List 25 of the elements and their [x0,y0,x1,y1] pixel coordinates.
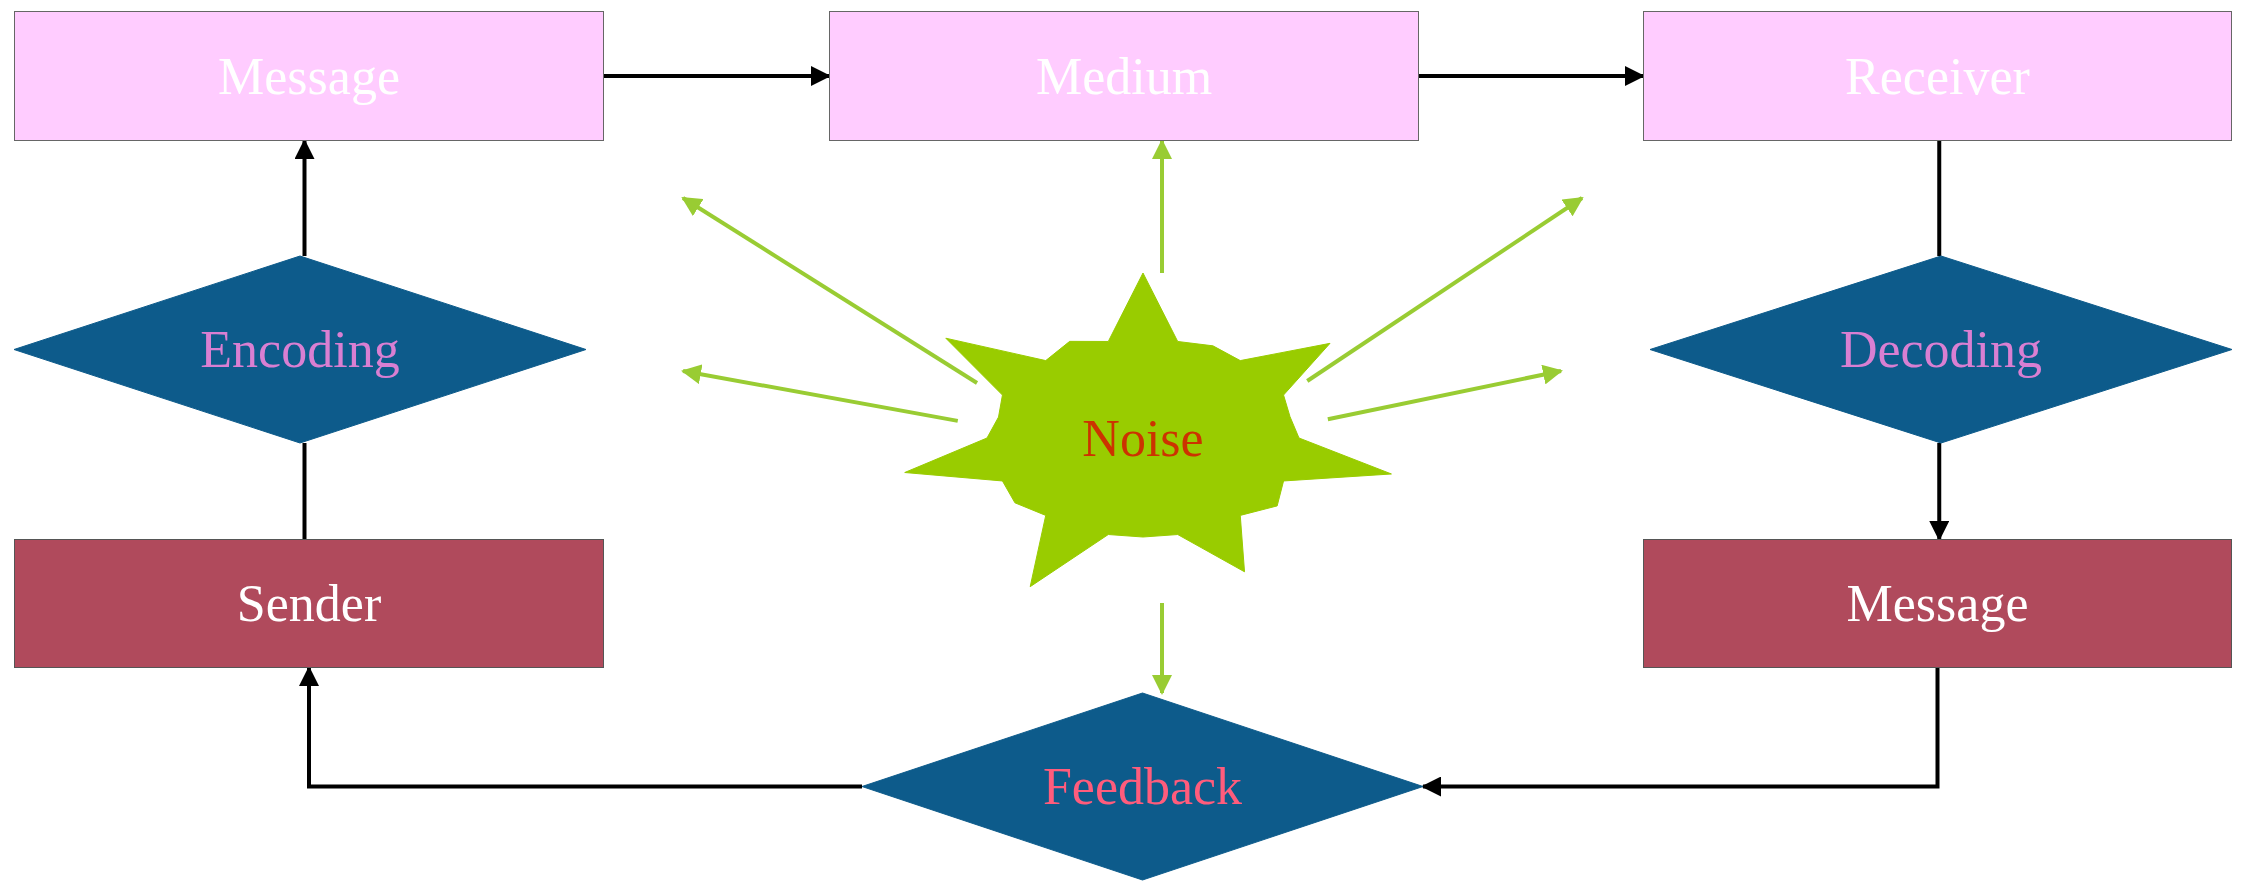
process-box [1643,539,2232,668]
process-box [829,11,1419,141]
arrow [299,666,862,789]
arrow [1306,196,1584,383]
connector-line [1937,141,1942,256]
arrow [1419,66,1645,86]
process-box [1643,11,2232,141]
arrow [1152,139,1172,273]
node-label: Decoding [1839,320,2043,379]
process-box [14,11,604,141]
arrow [681,364,959,423]
arrow [1421,668,1940,797]
arrow [681,196,979,385]
node-label: Encoding [200,320,400,379]
node-label: Feedback [1042,757,1243,816]
arrow [294,139,315,256]
process-box [14,539,604,668]
arrow [1929,443,1950,541]
arrow [1327,364,1563,422]
arrow [604,66,831,86]
arrow [1152,603,1172,695]
node-label: Message [1846,574,2029,633]
connector-line [302,443,307,539]
node-label: Sender [236,574,382,633]
node-label: Noise [1082,408,1204,468]
